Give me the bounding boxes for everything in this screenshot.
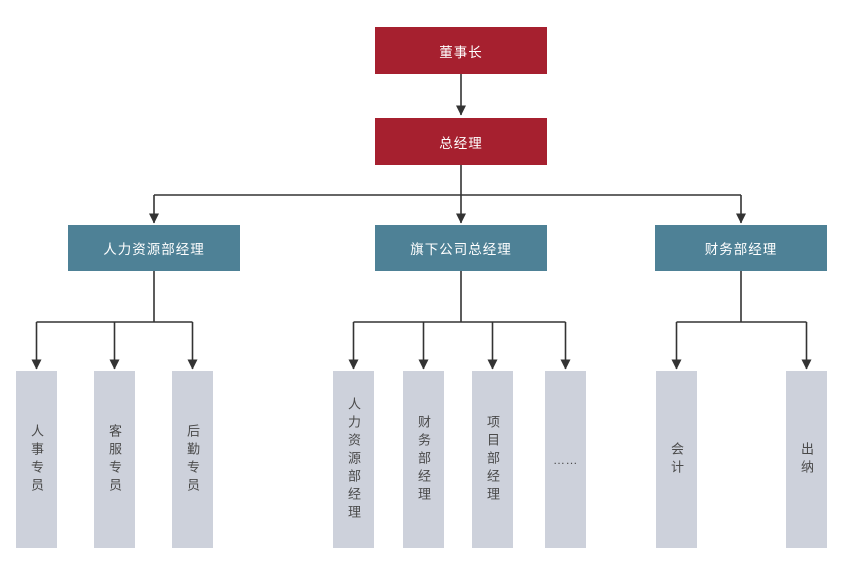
node-general-manager: 总经理 xyxy=(375,118,547,165)
node-label: 财务部经理 xyxy=(416,414,431,505)
node-label: 出纳 xyxy=(799,441,814,478)
node-chairman: 董事长 xyxy=(375,27,547,74)
node-finance-department-manager: 财务部经理 xyxy=(655,225,827,271)
node-logistics-specialist: 后勤专员 xyxy=(172,371,213,548)
node-customer-service-specialist: 客服专员 xyxy=(94,371,135,548)
node-label: …… xyxy=(553,452,578,467)
node-label: 客服专员 xyxy=(107,423,122,496)
node-sub-finance-department-manager: 财务部经理 xyxy=(403,371,444,548)
node-label: 人事专员 xyxy=(29,423,44,496)
node-ellipsis-more-departments: …… xyxy=(545,371,586,548)
node-sub-project-department-manager: 项目部经理 xyxy=(472,371,513,548)
node-hr-department-manager: 人力资源部经理 xyxy=(68,225,240,271)
node-label: 人力资源部经理 xyxy=(346,396,361,523)
node-subsidiary-general-manager: 旗下公司总经理 xyxy=(375,225,547,271)
node-sub-hr-department-manager: 人力资源部经理 xyxy=(333,371,374,548)
node-hr-specialist: 人事专员 xyxy=(16,371,57,548)
node-accountant: 会计 xyxy=(656,371,697,548)
node-label: 后勤专员 xyxy=(185,423,200,496)
node-label: 会计 xyxy=(669,441,684,478)
node-label: 项目部经理 xyxy=(485,414,500,505)
node-cashier: 出纳 xyxy=(786,371,827,548)
